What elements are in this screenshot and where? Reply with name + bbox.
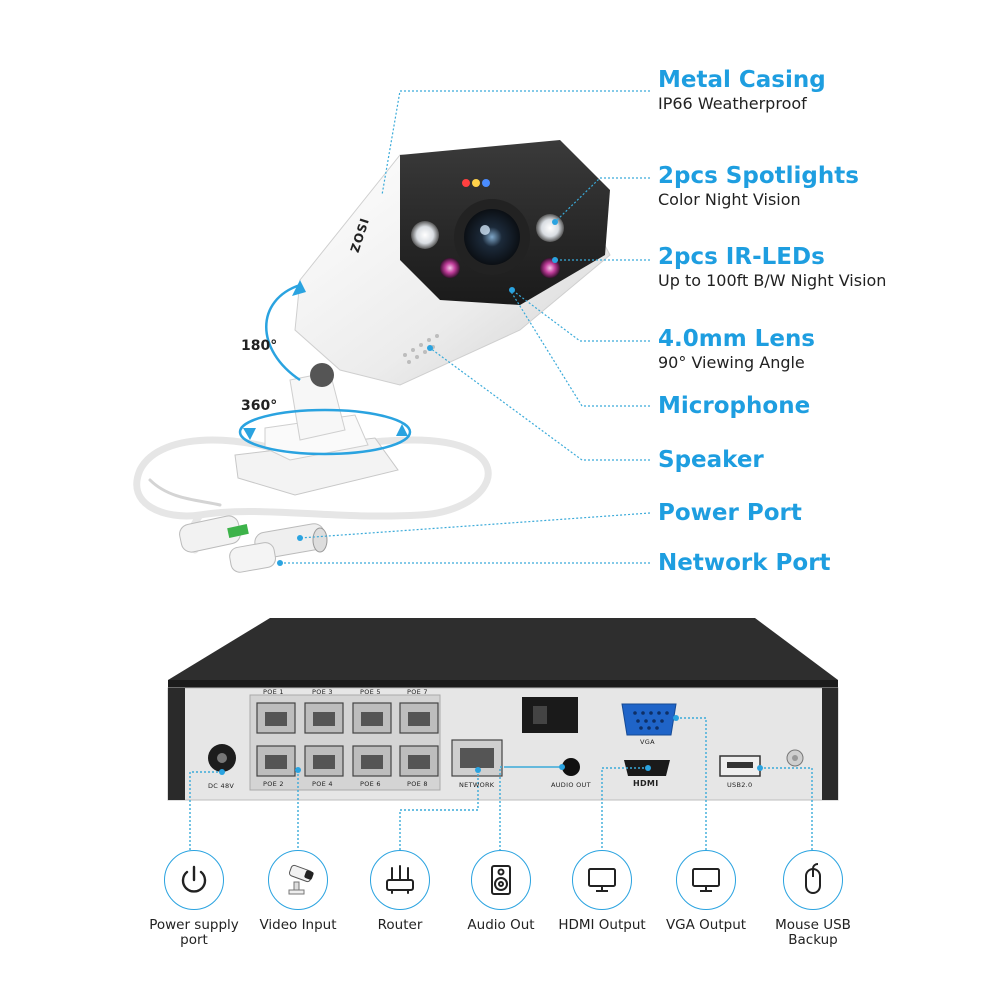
feature-ir-leds: 2pcs IR-LEDs Up to 100ft B/W Night Visio… — [658, 243, 886, 291]
callout-lines — [280, 90, 651, 564]
pan-angle-label: 360° — [241, 398, 278, 414]
interface-audio-out: Audio Out — [451, 850, 551, 933]
interface-video-input: Video Input — [248, 850, 348, 933]
router-icon — [370, 850, 430, 910]
poe-label: POE 2 — [263, 780, 284, 788]
feature-title: Speaker — [658, 447, 764, 473]
interface-vga-output: VGA Output — [656, 850, 756, 933]
monitor-icon — [676, 850, 736, 910]
audio-out-label: AUDIO OUT — [551, 781, 591, 789]
vga-label: VGA — [640, 738, 655, 746]
feature-network-port: Network Port — [658, 549, 831, 577]
usb-label: USB2.0 — [727, 781, 753, 789]
network-label: NETWORK — [459, 781, 495, 789]
camera-connectors — [179, 515, 328, 573]
monitor-icon — [572, 850, 632, 910]
bullet-camera — [133, 140, 611, 573]
dc-label: DC 48V — [208, 782, 235, 790]
feature-title: Power Port — [658, 500, 802, 526]
feature-subtitle: IP66 Weatherproof — [658, 94, 807, 113]
poe-ports — [256, 702, 439, 777]
feature-spotlights: 2pcs Spotlights Color Night Vision — [658, 162, 859, 210]
hdmi-label: HDMI — [633, 779, 659, 788]
nvr-recorder — [167, 618, 839, 801]
interface-router: Router — [350, 850, 450, 933]
feature-title: Microphone — [658, 393, 811, 419]
feature-subtitle: Up to 100ft B/W Night Vision — [658, 271, 887, 290]
interface-label: VGA Output — [665, 917, 747, 933]
tilt-angle-label: 180° — [241, 338, 278, 354]
poe-label: POE 8 — [407, 780, 428, 788]
mouse-icon — [783, 850, 843, 910]
feature-power-port: Power Port — [658, 499, 802, 527]
poe-label: POE 3 — [312, 688, 333, 696]
connection-lines — [189, 717, 813, 850]
interface-label: Video Input — [259, 917, 337, 933]
power-icon — [164, 850, 224, 910]
interface-label: HDMI Output — [558, 917, 646, 933]
interface-hdmi-output: HDMI Output — [552, 850, 652, 933]
speaker-grill — [403, 334, 439, 364]
feature-subtitle: 90° Viewing Angle — [658, 353, 805, 372]
feature-lens: 4.0mm Lens 90° Viewing Angle — [658, 325, 815, 373]
camera-base — [234, 371, 399, 496]
poe-label: POE 5 — [360, 688, 381, 696]
speaker-icon — [471, 850, 531, 910]
poe-label: POE 4 — [312, 780, 333, 788]
interface-label: Audio Out — [467, 917, 535, 933]
feature-metal-casing: Metal Casing IP66 Weatherproof — [658, 66, 826, 114]
feature-title: Metal Casing — [658, 67, 826, 93]
poe-label: POE 7 — [407, 688, 428, 696]
feature-title: 2pcs IR-LEDs — [658, 244, 825, 270]
camera-icon — [268, 850, 328, 910]
connection-dots — [219, 715, 763, 775]
interface-label: Router — [377, 917, 423, 933]
poe-label: POE 1 — [263, 688, 284, 696]
feature-subtitle: Color Night Vision — [658, 190, 801, 209]
callout-dots — [277, 219, 558, 566]
feature-title: 2pcs Spotlights — [658, 163, 859, 189]
feature-microphone: Microphone — [658, 392, 810, 420]
feature-speaker: Speaker — [658, 446, 764, 474]
feature-title: Network Port — [658, 550, 831, 576]
poe-label: POE 6 — [360, 780, 381, 788]
feature-title: 4.0mm Lens — [658, 326, 816, 352]
